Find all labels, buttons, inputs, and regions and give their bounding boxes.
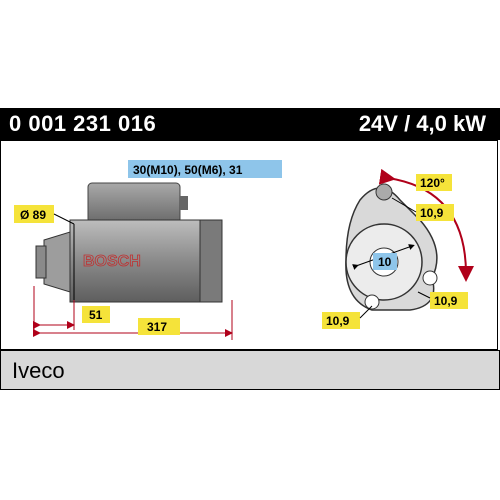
- leader-right: [417, 291, 431, 299]
- footer-bar: [0, 350, 500, 390]
- diameter-dimension: Ø 89: [14, 205, 75, 305]
- vehicle-make: Iveco: [12, 358, 65, 383]
- power-rating: 24V / 4,0 kW: [358, 111, 486, 136]
- pinion: [35, 245, 47, 279]
- bolt-hole-bottom: [364, 294, 380, 310]
- flange-dim-top: 10,9: [420, 206, 444, 220]
- terminals-label: 30(M10), 50(M6), 31: [133, 163, 243, 177]
- leader-left: [359, 305, 373, 319]
- leader-top: [391, 197, 417, 213]
- solenoid-terminal: [180, 196, 188, 210]
- diameter-leader: [53, 213, 75, 225]
- dim-short-label: 51: [89, 308, 103, 322]
- part-number: 0 001 231 016: [9, 111, 157, 136]
- title-bar: [0, 108, 500, 140]
- flange-front-view: 120° 10,9 10,9 10,9 10: [322, 168, 474, 329]
- dim-total-label: 317: [147, 320, 167, 334]
- flange-dim-right-bg: [430, 292, 468, 309]
- flange-dim-top-bg: [416, 204, 454, 221]
- diameter-label: Ø 89: [20, 208, 46, 222]
- flange-dim-left-bg: [322, 312, 360, 329]
- bolt-hole-top: [375, 183, 393, 201]
- angle-label: 120°: [420, 176, 445, 190]
- end-cap: [199, 219, 223, 303]
- dim-total-bg: [138, 318, 180, 335]
- flange-dim-left: 10,9: [326, 314, 350, 328]
- pinion-teeth-bg: [373, 253, 397, 270]
- drive-housing: [43, 231, 71, 293]
- bolt-hole-right: [422, 270, 438, 286]
- starter-side-view: BOSCH: [35, 182, 223, 303]
- solenoid: [87, 182, 181, 224]
- angle-label-bg: [416, 174, 452, 191]
- terminals-label-bg: [128, 160, 282, 178]
- pinion-teeth-label: 10: [378, 255, 392, 269]
- dim-short-bg: [82, 306, 110, 323]
- flange-dim-right: 10,9: [434, 294, 458, 308]
- diameter-label-bg: [14, 205, 54, 223]
- brand-watermark: BOSCH: [83, 253, 141, 270]
- length-dimensions: 51 317: [33, 286, 233, 340]
- motor-body: [69, 219, 221, 303]
